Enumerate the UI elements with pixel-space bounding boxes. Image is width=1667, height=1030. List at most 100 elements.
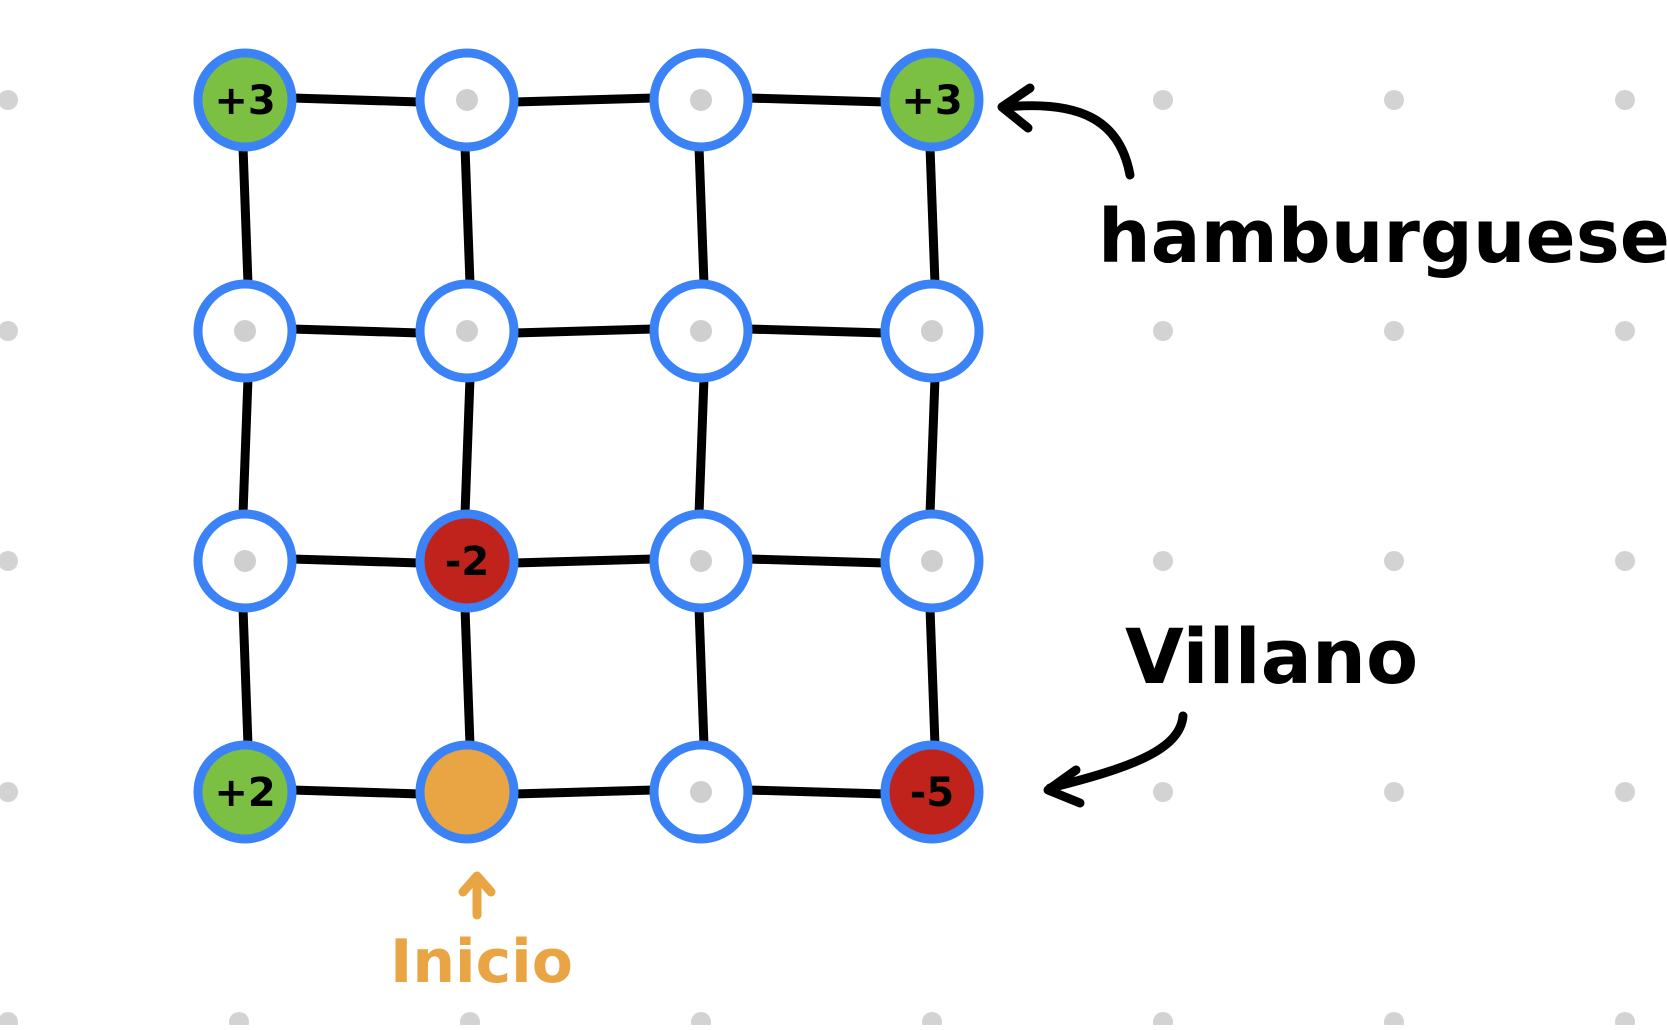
grid-node-empty <box>880 509 984 613</box>
background-dot <box>922 1012 942 1030</box>
inicio-label: Inicio <box>390 927 573 997</box>
node-value-label: -2 <box>445 539 489 585</box>
inicio-annotation: Inicio <box>390 871 573 997</box>
node-circle <box>880 48 984 152</box>
villano-arrow <box>1045 711 1188 793</box>
edge-horizontal <box>287 554 425 568</box>
grid-node-empty <box>649 279 753 383</box>
background-dot <box>1153 90 1173 110</box>
edge-horizontal <box>509 554 659 568</box>
node-center-dot <box>456 320 478 342</box>
node-value-label: +3 <box>901 78 962 124</box>
node-circle <box>415 740 519 844</box>
grid-node-start <box>415 740 519 844</box>
grid-node-empty <box>649 509 753 613</box>
grid-node-positive: +3 <box>193 48 297 152</box>
inicio-arrowhead <box>458 871 496 897</box>
edge-vertical <box>238 603 253 750</box>
node-center-dot <box>690 320 712 342</box>
villano-arrowhead <box>1043 765 1085 808</box>
edge-horizontal <box>509 324 659 338</box>
node-value-label: +2 <box>214 770 275 816</box>
edge-vertical <box>925 142 940 289</box>
background-dot <box>0 782 18 802</box>
background-dot <box>0 1012 18 1030</box>
node-value-label: +3 <box>214 78 275 124</box>
node-circle <box>415 509 519 613</box>
edge-vertical <box>238 373 253 519</box>
node-center-dot <box>456 89 478 111</box>
edge-horizontal <box>509 785 659 799</box>
background-dot <box>0 321 18 341</box>
background-dot <box>1615 90 1635 110</box>
node-center-dot <box>921 550 943 572</box>
background-dot <box>1384 90 1404 110</box>
grid-node-empty <box>415 279 519 383</box>
hamburgueseria-annotation: hamburgueseria <box>997 83 1667 280</box>
edge-horizontal <box>743 554 890 568</box>
node-value-label: -5 <box>910 770 954 816</box>
background-dot <box>1153 1012 1173 1030</box>
node-circle <box>193 48 297 152</box>
edge-horizontal <box>743 93 890 107</box>
edge-vertical <box>925 373 940 519</box>
edge-horizontal <box>509 93 659 107</box>
node-circle <box>193 740 297 844</box>
hamburgueseria-arrow <box>1000 101 1135 180</box>
grid-node-positive: +2 <box>193 740 297 844</box>
background-dot <box>1153 782 1173 802</box>
background-dot <box>1615 782 1635 802</box>
edge-horizontal <box>287 93 425 107</box>
node-center-dot <box>234 320 256 342</box>
node-center-dot <box>690 550 712 572</box>
grid-node-empty <box>649 740 753 844</box>
edge-vertical <box>925 603 940 750</box>
grid-node-positive: +3 <box>880 48 984 152</box>
grid-node-empty <box>193 509 297 613</box>
node-center-dot <box>921 320 943 342</box>
node-circle <box>880 740 984 844</box>
grid-node-empty <box>415 48 519 152</box>
background-dot <box>1615 1012 1635 1030</box>
node-center-dot <box>690 89 712 111</box>
grid-nodes: +3 +3 -2 +2 -5 <box>193 48 984 844</box>
background-dot <box>0 90 18 110</box>
background-dot <box>1153 321 1173 341</box>
edge-vertical <box>694 373 709 519</box>
background-dot <box>1384 551 1404 571</box>
background-dot <box>1615 321 1635 341</box>
villano-label: Villano <box>1125 612 1418 701</box>
edge-vertical <box>460 603 475 750</box>
edge-vertical <box>238 142 253 289</box>
grid-node-empty <box>880 279 984 383</box>
edge-vertical <box>694 603 709 750</box>
node-center-dot <box>690 781 712 803</box>
edge-horizontal <box>743 324 890 338</box>
background-dot <box>1153 551 1173 571</box>
edge-horizontal <box>287 785 425 799</box>
grid-edges <box>238 93 940 799</box>
grid-node-empty <box>193 279 297 383</box>
edge-vertical <box>460 373 475 519</box>
background-dot <box>691 1012 711 1030</box>
background-dot <box>1384 782 1404 802</box>
hamburgueseria-label: hamburgueseria <box>1098 194 1667 280</box>
edge-vertical <box>460 142 475 289</box>
background-dot <box>1384 321 1404 341</box>
grid-node-negative: -2 <box>415 509 519 613</box>
background-dot <box>1384 1012 1404 1030</box>
edge-horizontal <box>743 785 890 799</box>
villano-annotation: Villano <box>1043 612 1418 808</box>
edge-vertical <box>694 142 709 289</box>
background-dot <box>0 551 18 571</box>
edge-horizontal <box>287 324 425 338</box>
grid-node-negative: -5 <box>880 740 984 844</box>
grid-node-empty <box>649 48 753 152</box>
background-dot <box>229 1012 249 1030</box>
hamburgueseria-arrowhead <box>997 83 1035 133</box>
node-center-dot <box>234 550 256 572</box>
background-dot <box>460 1012 480 1030</box>
background-dot <box>1615 551 1635 571</box>
